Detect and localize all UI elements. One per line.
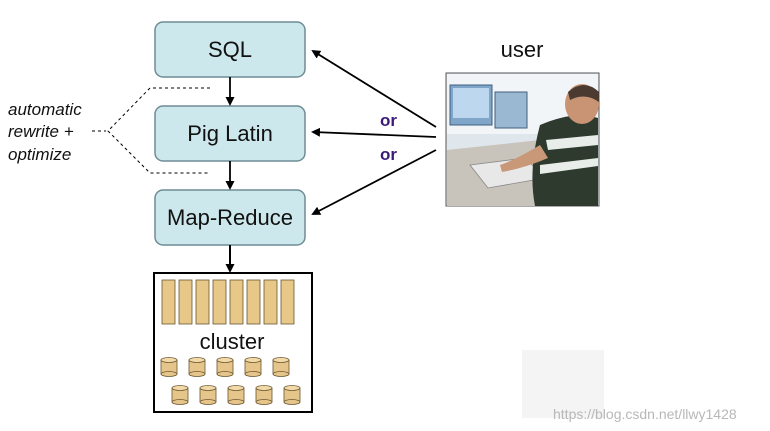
watermark-backdrop — [522, 350, 604, 418]
map-reduce-box: Map-Reduce — [154, 189, 306, 246]
storage-node-icon — [263, 279, 278, 325]
arrow-user-to-sql — [311, 49, 437, 128]
database-cylinder-icon — [244, 357, 262, 377]
database-cylinder-icon — [199, 385, 217, 405]
pig-latin-label: Pig Latin — [187, 121, 273, 146]
side-note-line-2: rewrite + — [8, 122, 74, 141]
user-label: user — [501, 37, 544, 62]
sql-box: SQL — [154, 21, 306, 78]
or-label-2: or — [380, 145, 397, 164]
side-note-line-3: optimize — [8, 145, 71, 164]
storage-node-row — [161, 279, 295, 325]
side-note-line-1: automatic — [8, 100, 82, 119]
storage-node-icon — [195, 279, 210, 325]
storage-node-icon — [161, 279, 176, 325]
rewrite-bracket — [107, 87, 210, 174]
database-cylinder-icon — [171, 385, 189, 405]
sql-label: SQL — [208, 37, 252, 62]
storage-node-icon — [212, 279, 227, 325]
database-cylinder-icon — [283, 385, 301, 405]
database-cylinder-icon — [216, 357, 234, 377]
database-cylinder-icon — [272, 357, 290, 377]
cluster-box: cluster — [153, 272, 313, 413]
database-cylinder-icon — [255, 385, 273, 405]
database-cylinder-icon — [160, 357, 178, 377]
watermark: https://blog.csdn.net/llwy1428 — [553, 406, 737, 422]
map-reduce-label: Map-Reduce — [167, 205, 293, 230]
user-photo — [445, 72, 600, 207]
cluster-label: cluster — [200, 329, 265, 354]
or-label-1: or — [380, 111, 397, 130]
arrow-user-to-pig — [311, 127, 437, 138]
storage-node-icon — [229, 279, 244, 325]
storage-node-icon — [178, 279, 193, 325]
storage-node-icon — [246, 279, 261, 325]
database-cylinder-icon — [227, 385, 245, 405]
pig-latin-box: Pig Latin — [154, 105, 306, 162]
arrow-user-to-mapreduce — [311, 149, 437, 215]
database-cylinder-icon — [188, 357, 206, 377]
storage-node-icon — [280, 279, 295, 325]
